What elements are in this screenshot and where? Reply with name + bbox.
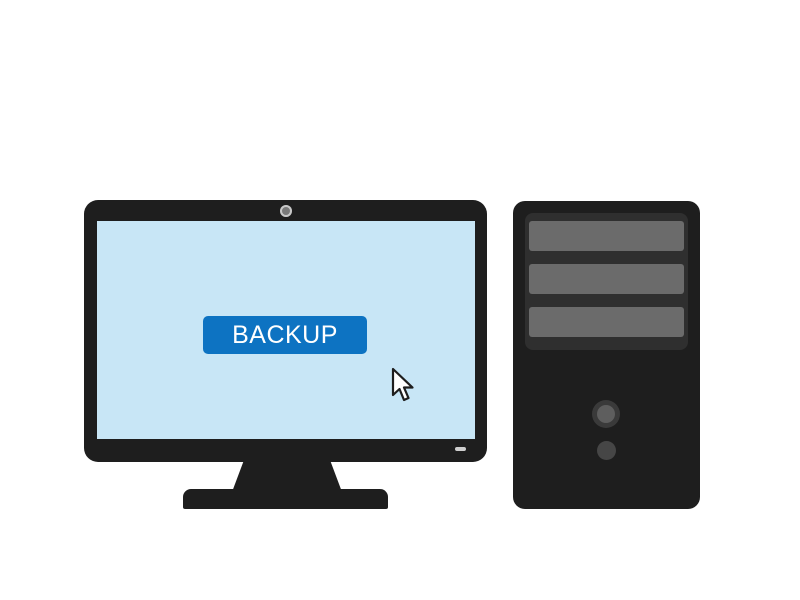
drive-bay xyxy=(529,221,684,251)
power-button-icon[interactable] xyxy=(592,400,620,428)
drive-bay xyxy=(529,307,684,337)
monitor-screen: BACKUP xyxy=(97,221,475,439)
monitor-power-led xyxy=(455,447,466,451)
backup-button[interactable]: BACKUP xyxy=(203,316,367,354)
monitor: BACKUP xyxy=(84,200,487,462)
arrow-pointer-icon xyxy=(391,367,414,402)
webcam-icon xyxy=(280,205,292,217)
computer-tower xyxy=(513,201,700,509)
drive-bay xyxy=(529,264,684,294)
monitor-stand-base xyxy=(183,489,388,509)
drive-bay-panel xyxy=(525,213,688,350)
tower-indicator-light xyxy=(597,441,616,460)
monitor-stand-neck xyxy=(232,460,342,492)
